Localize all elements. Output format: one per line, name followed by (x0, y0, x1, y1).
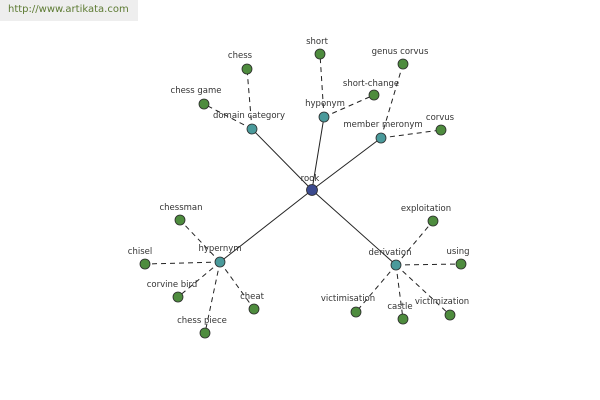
leaf-node[interactable] (139, 258, 151, 270)
edge-center-hypernym (219, 189, 313, 263)
edge-derivation-leaf (395, 264, 404, 320)
leaf-label[interactable]: short-change (343, 79, 399, 89)
leaf-label[interactable]: cheat (240, 292, 264, 302)
edge-member-meronym-leaf (380, 129, 442, 139)
relation-node-hypernym[interactable] (214, 256, 226, 268)
leaf-label[interactable]: corvus (426, 113, 455, 123)
leaf-label[interactable]: chisel (128, 247, 152, 257)
leaf-label[interactable]: chess piece (177, 316, 227, 326)
edge-hyponym-leaf (323, 94, 375, 118)
edge-domain-category-leaf (203, 103, 253, 130)
leaf-label[interactable]: corvine bird (147, 280, 198, 290)
edge-derivation-leaf (395, 264, 451, 316)
relation-node-domain-category[interactable] (246, 123, 258, 135)
edge-hypernym-leaf (144, 261, 221, 265)
leaf-node[interactable] (248, 303, 260, 315)
leaf-label[interactable]: using (447, 247, 470, 257)
edge-hyponym-leaf (319, 53, 325, 118)
leaf-label[interactable]: genus corvus (372, 47, 429, 57)
leaf-node[interactable] (198, 98, 210, 110)
leaf-label[interactable]: victimization (415, 297, 469, 307)
leaf-label[interactable]: short (306, 37, 329, 47)
center-label[interactable]: rook (301, 174, 320, 184)
leaf-label[interactable]: chess game (171, 86, 222, 96)
leaf-node[interactable] (397, 58, 409, 70)
edge-center-derivation (311, 189, 397, 266)
edge-hypernym-leaf (179, 219, 221, 263)
leaf-label[interactable]: chessman (159, 203, 202, 213)
edge-hypernym-leaf (177, 261, 221, 298)
leaf-node[interactable] (444, 309, 456, 321)
edge-derivation-leaf (395, 263, 462, 266)
relation-label-domain-category[interactable]: domain category (213, 111, 285, 121)
edge-derivation-leaf (395, 220, 434, 266)
leaf-node[interactable] (435, 124, 447, 136)
relation-node-hyponym[interactable] (318, 111, 330, 123)
edge-member-meronym-leaf (380, 63, 404, 139)
edge-center-domain-category (251, 128, 313, 191)
leaf-node[interactable] (350, 306, 362, 318)
leaf-node[interactable] (397, 313, 409, 325)
relation-node-derivation[interactable] (390, 259, 402, 271)
leaf-label[interactable]: exploitation (401, 204, 451, 214)
leaf-node[interactable] (455, 258, 467, 270)
leaf-node[interactable] (174, 214, 186, 226)
relation-label-member-meronym[interactable]: member meronym (343, 120, 422, 130)
leaf-node[interactable] (241, 63, 253, 75)
leaf-node[interactable] (427, 215, 439, 227)
relation-label-hyponym[interactable]: hyponym (305, 99, 345, 109)
url-watermark: http://www.artikata.com (8, 4, 129, 15)
relation-label-hypernym[interactable]: hypernym (198, 244, 241, 254)
edge-center-member-meronym (311, 137, 382, 191)
center-node-rook[interactable] (306, 184, 318, 196)
leaf-node[interactable] (314, 48, 326, 60)
edge-hypernym-leaf (204, 261, 221, 334)
leaf-node[interactable] (199, 327, 211, 339)
edge-domain-category-leaf (246, 68, 253, 130)
leaf-label[interactable]: chess (228, 51, 253, 61)
edge-hypernym-leaf (219, 261, 255, 310)
leaf-node[interactable] (368, 89, 380, 101)
relation-node-member-meronym[interactable] (375, 132, 387, 144)
edge-center-hyponym (311, 116, 325, 191)
leaf-node[interactable] (172, 291, 184, 303)
leaf-label[interactable]: castle (387, 302, 412, 312)
relation-label-derivation[interactable]: derivation (368, 248, 411, 258)
url-banner: http://www.artikata.com (0, 0, 138, 21)
edge-derivation-leaf (355, 264, 397, 313)
leaf-label[interactable]: victimisation (321, 294, 375, 304)
